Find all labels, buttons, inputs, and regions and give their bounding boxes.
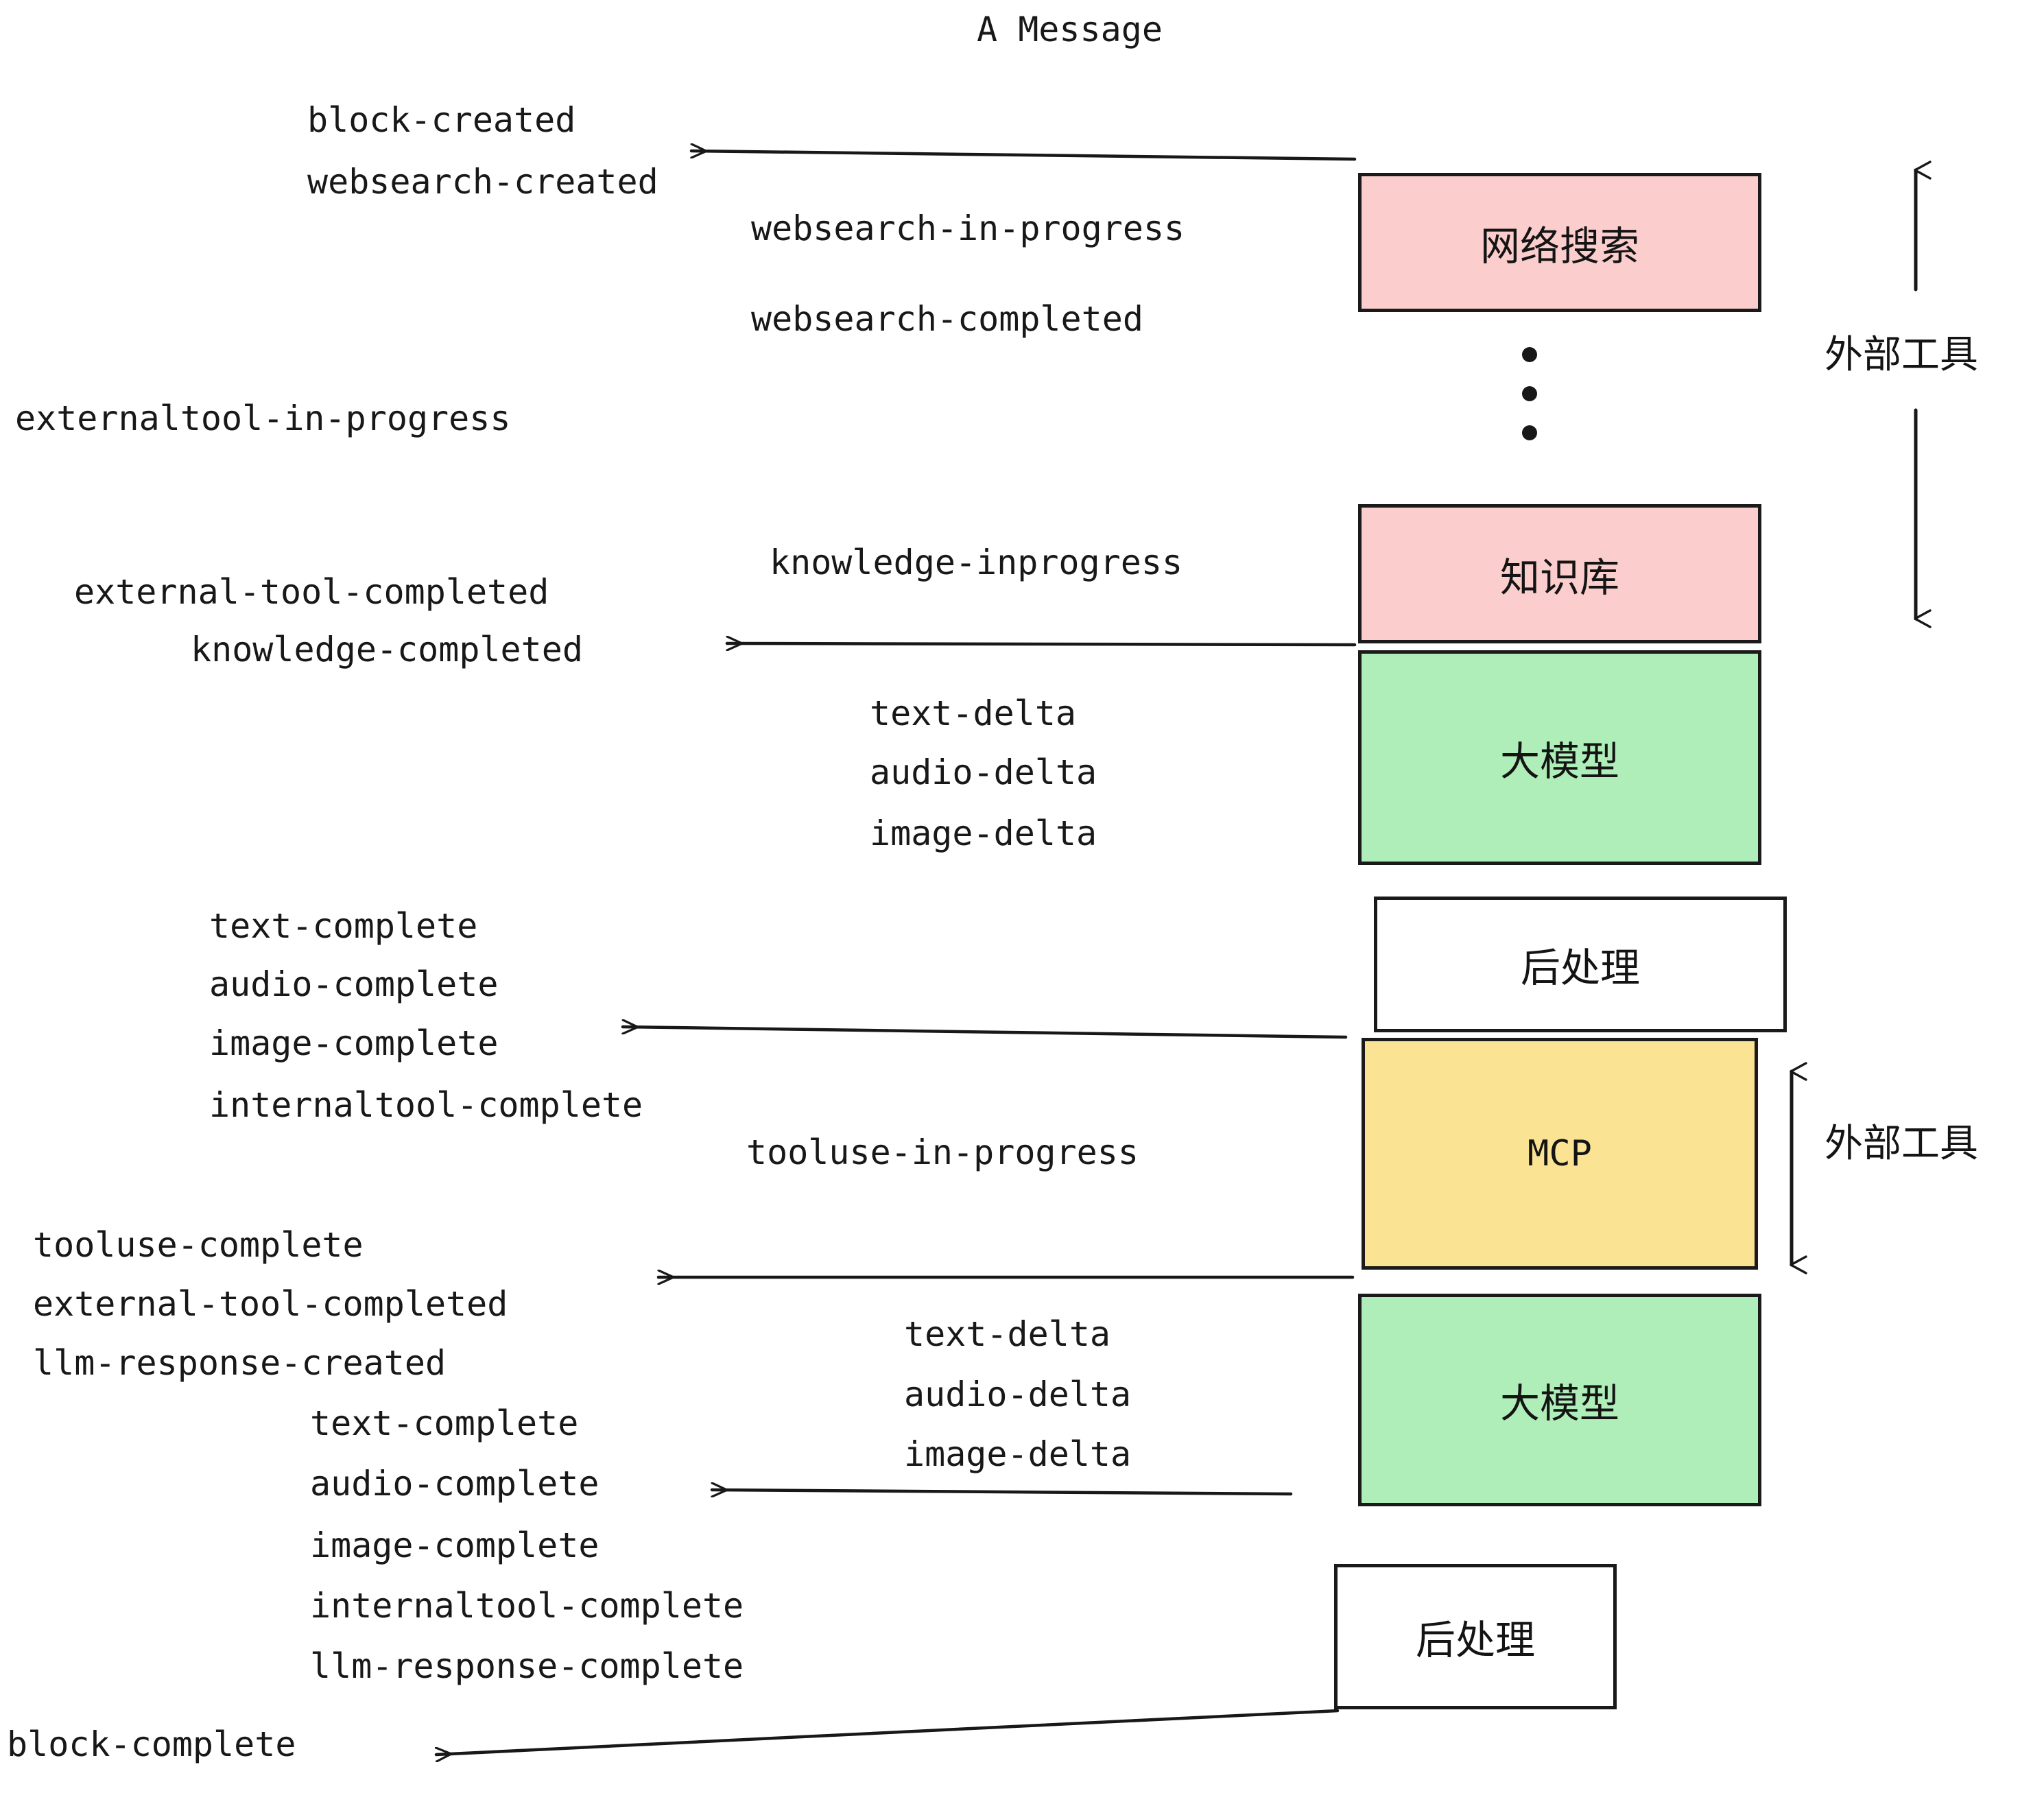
event-label-internaltool-complete-1: internaltool-complete — [209, 1085, 643, 1125]
node-mcp-label: MCP — [1528, 1133, 1592, 1174]
event-label-text-delta-2: text-delta — [904, 1314, 1111, 1354]
group-label-external-tools-bottom: 外部工具 — [1825, 1121, 1978, 1166]
event-label-image-complete-1: image-complete — [209, 1023, 499, 1063]
event-label-knowledge-completed: knowledge-completed — [191, 630, 583, 669]
event-label-websearch-created: websearch-created — [307, 162, 658, 202]
ellipsis-dot-2 — [1522, 386, 1537, 401]
node-postprocess-first[interactable]: 后处理 — [1374, 897, 1787, 1032]
event-label-audio-delta-1: audio-delta — [870, 752, 1097, 792]
arrow-knowledge-completed — [725, 643, 1357, 645]
event-label-knowledge-inprogress: knowledge-inprogress — [770, 543, 1183, 582]
arrow-audio-complete — [710, 1490, 1293, 1494]
event-label-text-complete-1: text-complete — [209, 906, 478, 946]
ellipsis-dot-1 — [1522, 347, 1537, 362]
arrow-block-created — [689, 151, 1357, 161]
event-label-llm-response-complete: llm-response-complete — [310, 1646, 744, 1686]
node-websearch-label: 网络搜索 — [1479, 222, 1639, 270]
event-label-image-delta-2: image-delta — [904, 1434, 1132, 1474]
event-label-image-delta-1: image-delta — [870, 814, 1097, 853]
event-label-external-tool-completed-1: external-tool-completed — [74, 572, 549, 612]
node-knowledge-base-label: 知识库 — [1499, 554, 1619, 601]
ellipsis-dot-3 — [1522, 425, 1537, 440]
event-label-llm-response-created: llm-response-created — [33, 1343, 447, 1383]
node-llm-second-label: 大模型 — [1499, 1380, 1619, 1427]
node-llm-first[interactable]: 大模型 — [1358, 650, 1761, 865]
event-label-image-complete-2: image-complete — [310, 1526, 599, 1565]
group-label-external-tools-top: 外部工具 — [1825, 333, 1978, 377]
node-websearch[interactable]: 网络搜索 — [1358, 173, 1761, 312]
event-label-text-complete-2: text-complete — [310, 1403, 579, 1443]
node-llm-first-label: 大模型 — [1499, 737, 1619, 785]
node-postprocess-second[interactable]: 后处理 — [1334, 1564, 1617, 1709]
event-label-websearch-completed: websearch-completed — [751, 299, 1143, 339]
event-label-block-complete: block-complete — [7, 1724, 296, 1764]
flow-arrows — [434, 151, 1357, 1755]
event-label-text-delta-1: text-delta — [870, 693, 1077, 733]
event-label-internaltool-complete-2: internaltool-complete — [310, 1586, 744, 1626]
event-label-audio-complete-2: audio-complete — [310, 1464, 599, 1504]
event-label-audio-delta-2: audio-delta — [904, 1375, 1132, 1414]
event-label-externaltool-in-progress: externaltool-in-progress — [15, 399, 511, 438]
event-label-tooluse-complete: tooluse-complete — [33, 1225, 364, 1265]
event-label-block-created: block-created — [307, 100, 576, 140]
event-label-tooluse-in-progress: tooluse-in-progress — [746, 1132, 1139, 1172]
event-label-websearch-in-progress: websearch-in-progress — [751, 209, 1185, 248]
arrow-image-complete — [621, 1027, 1348, 1039]
node-postprocess-first-label: 后处理 — [1520, 945, 1640, 991]
node-llm-second[interactable]: 大模型 — [1358, 1294, 1761, 1506]
node-mcp[interactable]: MCP — [1362, 1038, 1758, 1270]
arrow-block-complete — [434, 1709, 1340, 1755]
node-postprocess-second-label: 后处理 — [1415, 1617, 1535, 1663]
event-label-external-tool-completed-2: external-tool-completed — [33, 1284, 508, 1324]
node-knowledge-base[interactable]: 知识库 — [1358, 504, 1761, 643]
diagram-title: A Message — [977, 10, 1163, 49]
event-label-audio-complete-1: audio-complete — [209, 964, 499, 1004]
